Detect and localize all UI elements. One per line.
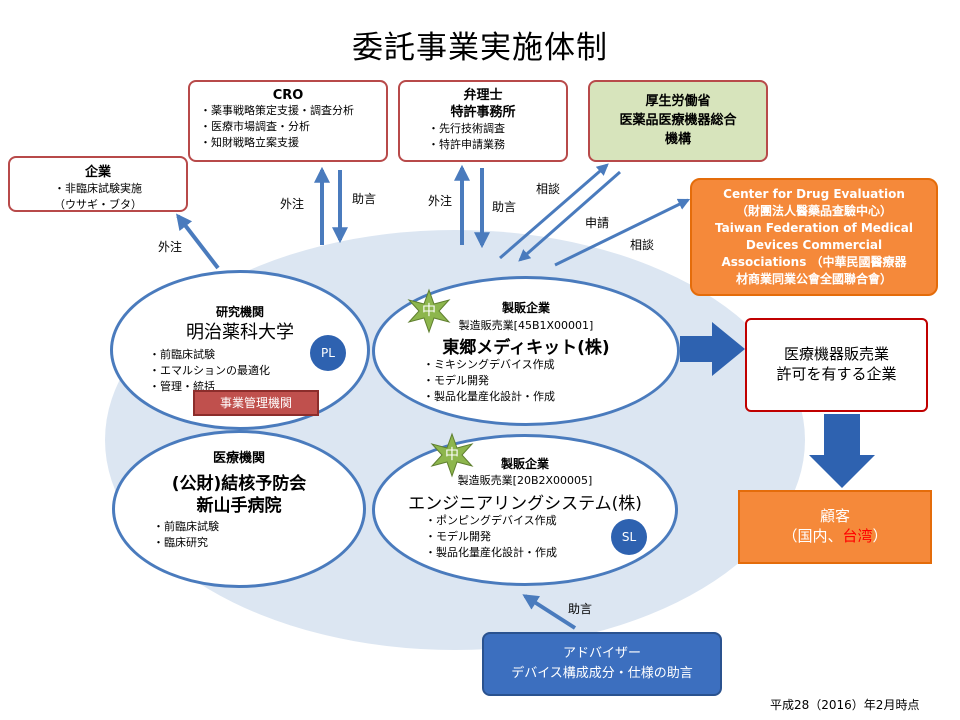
pl-badge: PL [310,335,346,371]
company-item: ・非臨床試験実施 [54,182,142,195]
company-note: （ウサギ・ブタ） [54,198,142,211]
company-box: 企業 ・非臨床試験実施 （ウサギ・ブタ） [8,156,188,212]
toho-name: 東郷メディキット(株) [442,338,610,358]
medical-type: 医療機関 [212,451,265,466]
arrow-to-seller [680,322,745,376]
list-item: 特許申請業務 [428,137,556,153]
list-item: 臨床研究 [153,535,219,551]
label-advice-advisor: 助言 [568,602,593,616]
mhlw-line-2: 医薬品医療機器総合 [619,113,737,128]
toho-type: 製販企業 [501,301,550,315]
eng-license: 製造販売業[20B2X00005] [457,474,593,487]
list-item: 管理・統括 [149,379,270,395]
eng-name: エンジニアリングシステム(株) [408,494,642,514]
medical-institute-ellipse: 医療機関 (公財)結核予防会 新山手病院 前臨床試験 臨床研究 [112,430,366,588]
arrow-to-company [176,213,220,270]
label-consult-cde: 相談 [630,238,655,252]
arrow-to-customer [809,414,875,488]
device-seller-box: 医療機器販売業 許可を有する企業 [745,318,928,412]
list-item: 薬事戦略策定支援・調査分析 [200,103,376,119]
label-apply-mhlw: 申請 [585,216,610,230]
list-item: モデル開発 [425,529,557,545]
company-item-text: 非臨床試験実施 [65,182,142,195]
seller-line-2: 許可を有する企業 [776,365,897,383]
customer-text-a: （国内、 [782,527,843,545]
patent-office-box: 弁理士 特許事務所 先行技術調査 特許申請業務 [398,80,568,162]
advisor-box: アドバイザー デバイス構成成分・仕様の助言 [482,632,722,696]
medical-name-2: 新山手病院 [196,496,282,516]
arrow-from-mhlw [518,170,621,262]
footer-date: 平成28（2016）年2月時点 [770,698,920,712]
cde-line-5: Associations （中華民國醫療器 [721,255,907,269]
page-title: 委託事業実施体制 [352,30,608,66]
cde-line-1: Center for Drug Evaluation [723,187,905,201]
advisor-line-1: アドバイザー [562,646,641,661]
cro-heading: CRO [272,88,304,103]
star-badge-eng [430,432,474,478]
star-badge-toho [407,288,451,334]
label-advice-patent: 助言 [492,200,517,214]
list-item: 製品化量産化設計・作成 [423,389,555,405]
engineering-system-ellipse: 製販企業 製造販売業[20B2X00005] エンジニアリングシステム(株) ポ… [372,434,678,586]
list-item: モデル開発 [423,373,555,389]
cde-box: Center for Drug Evaluation （財團法人醫藥品查驗中心）… [690,178,938,296]
eng-type: 製販企業 [500,457,549,471]
mhlw-box: 厚生労働省 医薬品医療機器総合 機構 [588,80,768,162]
cde-line-2: （財團法人醫藥品查驗中心） [735,204,892,218]
list-item: ミキシングデバイス作成 [423,357,555,373]
list-item: 医療市場調査・分析 [200,119,376,135]
list-item: 前臨床試験 [153,519,219,535]
cde-line-6: 材商業同業公會全國聯合會） [735,272,892,286]
eng-list: ポンピングデバイス作成 モデル開発 製品化量産化設計・作成 [425,513,557,561]
management-org-label: 事業管理機関 [193,390,319,416]
star-label-eng: 中 [445,447,459,463]
research-list: 前臨床試験 エマルションの最適化 管理・統括 [149,347,270,395]
mhlw-line-3: 機構 [664,132,691,147]
customer-text-c: ） [872,527,888,545]
list-item: 製品化量産化設計・作成 [425,545,557,561]
arrow-to-mhlw [499,163,609,260]
patent-list: 先行技術調査 特許申請業務 [410,121,556,153]
sl-badge: SL [611,519,647,555]
seller-line-1: 医療機器販売業 [783,345,889,363]
label-outsource-patent: 外注 [428,194,453,208]
list-item: エマルションの最適化 [149,363,270,379]
cde-line-4: Devices Commercial [745,238,883,252]
advisor-line-2: デバイス構成成分・仕様の助言 [511,666,693,681]
cro-list: 薬事戦略策定支援・調査分析 医療市場調査・分析 知財戦略立案支援 [200,103,376,151]
medical-name-1: (公財)結核予防会 [171,474,307,494]
label-advice-cro: 助言 [352,192,377,206]
cde-line-3: Taiwan Federation of Medical [715,221,913,235]
list-item: 知財戦略立案支援 [200,135,376,151]
toho-license: 製造販売業[45B1X00001] [458,319,594,332]
patent-heading-2: 特許事務所 [450,105,516,120]
arrow-to-cde [554,198,691,267]
mhlw-line-1: 厚生労働省 [645,94,711,109]
list-item: 先行技術調査 [428,121,556,137]
customer-line-1: 顧客 [819,507,850,525]
list-item: ポンピングデバイス作成 [425,513,557,529]
research-name: 明治薬科大学 [186,322,294,343]
toho-list: ミキシングデバイス作成 モデル開発 製品化量産化設計・作成 [423,357,555,405]
star-label-toho: 中 [422,303,436,319]
label-consult-mhlw: 相談 [536,182,561,196]
arrow-from-advisor [522,594,577,630]
medical-list: 前臨床試験 臨床研究 [153,519,219,551]
customer-box: 顧客 （国内、台湾） [738,490,932,564]
patent-heading-1: 弁理士 [463,88,503,103]
toho-medikit-ellipse: 製販企業 製造販売業[45B1X00001] 東郷メディキット(株) ミキシング… [372,276,680,426]
customer-taiwan: 台湾 [842,527,873,545]
label-outsource-company: 外注 [158,240,183,254]
list-item: 前臨床試験 [149,347,270,363]
cro-box: CRO 薬事戦略策定支援・調査分析 医療市場調査・分析 知財戦略立案支援 [188,80,388,162]
company-heading: 企業 [84,165,111,180]
customer-line-2: （国内、台湾） [740,526,930,546]
label-outsource-cro: 外注 [280,197,305,211]
research-type: 研究機関 [215,305,264,319]
